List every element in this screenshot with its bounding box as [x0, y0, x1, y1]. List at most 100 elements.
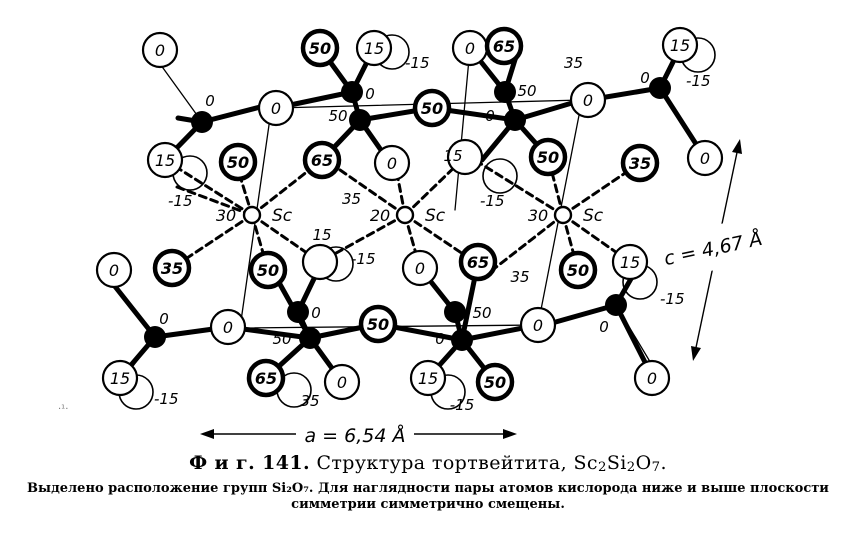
oxygen-atom-32 — [475, 362, 515, 402]
a-axis-arrowhead-right — [503, 429, 517, 439]
oxygen-atom-14 — [528, 137, 568, 177]
free-label-6: -15 — [405, 54, 430, 72]
sc-atom-2 — [553, 205, 573, 225]
ring-c — [482, 158, 518, 194]
figure-number: Ф и г. 141. — [189, 452, 310, 474]
oxygen-atom-24 — [611, 243, 649, 281]
si-atom-11 — [605, 294, 627, 316]
si-atom-6 — [144, 326, 166, 348]
figure-title: Ф и г. 141. Структура тортвейтита, Sc2Si… — [189, 452, 667, 475]
oxygen-atom-30-label: 0 — [337, 373, 347, 392]
oxygen-atom-6 — [484, 26, 524, 66]
oxygen-atom-3 — [355, 29, 393, 67]
c-axis-arrowhead-bottom — [691, 346, 701, 361]
oxygen-atom-28-label: 15 — [110, 369, 130, 388]
oxygen-atom-8-label: 15 — [670, 36, 690, 55]
oxygen-atom-22 — [458, 242, 498, 282]
oxygen-atom-1-label: 0 — [271, 99, 281, 118]
free-label-13: 15 — [312, 226, 331, 244]
oxygen-atom-5-label: 0 — [465, 39, 475, 58]
free-label-28: 0 — [159, 310, 169, 328]
sc-o-bond-9 — [403, 155, 467, 217]
oxygen-atom-0-label: 0 — [155, 41, 165, 60]
sc-o-bond-10 — [318, 213, 407, 264]
oxygen-atom-10 — [218, 142, 258, 182]
oxygen-atom-18 — [152, 248, 192, 288]
free-label-8: -15 — [686, 72, 711, 90]
a-axis-arrowhead-left — [200, 429, 214, 439]
oxygen-atom-12 — [373, 144, 411, 182]
oxygen-atom-21 — [401, 249, 439, 287]
a-axis-label: a = 6,54 Å — [305, 424, 406, 447]
free-label-22: -15 — [660, 290, 685, 308]
si-atom-5 — [649, 77, 671, 99]
oxygen-atom-3-label: 15 — [364, 39, 384, 58]
oxygen-atom-27-label: 0 — [533, 316, 543, 335]
free-label-20: Sc — [583, 206, 604, 226]
sc-atom-0 — [242, 205, 262, 225]
oxygen-atom-11 — [302, 140, 342, 180]
oxygen-atom-31 — [409, 359, 447, 397]
free-label-9: -15 — [168, 192, 193, 210]
free-label-4: 50 — [517, 82, 536, 100]
free-label-10: 35 — [342, 190, 361, 208]
free-label-24: 50 — [472, 304, 491, 322]
free-label-15: 30 — [216, 206, 236, 225]
oxygen-atom-9-label: 15 — [155, 151, 175, 170]
free-label-5: 0 — [640, 69, 650, 87]
sc-o-bond-11 — [403, 213, 422, 270]
free-label-0: 0 — [205, 92, 215, 110]
axes-layer: a = 6,54 Å c = 4,67 Å — [200, 139, 764, 447]
oxygen-atom-24-label: 15 — [620, 253, 640, 272]
oxygen-atom-8 — [661, 26, 699, 64]
oxygen-atom-18-label: 35 — [161, 259, 183, 278]
oxygen-atom-17 — [95, 251, 133, 289]
oxygen-atom-15-label: 35 — [629, 154, 651, 173]
oxygen-atom-31-label: 15 — [418, 369, 438, 388]
oxygen-atom-20 — [301, 243, 339, 281]
page-mark-left: ·¹· — [58, 404, 68, 415]
figure-title-text: Структура тортвейтита, — [316, 452, 568, 474]
free-label-11: -15 — [480, 192, 505, 210]
free-label-12: 15 — [443, 147, 462, 165]
figure-description: Выделено расположение групп Si₂O₇. Для н… — [27, 481, 829, 512]
si-atom-2 — [349, 109, 371, 131]
oxygen-atom-7 — [569, 81, 607, 119]
oxygen-atom-26 — [358, 304, 398, 344]
a-axis-label-bg — [296, 420, 414, 446]
figure-formula: Sc2Si2O7 — [573, 452, 661, 475]
oxygen-atom-7-label: 0 — [583, 91, 593, 110]
free-label-26: 0 — [435, 330, 445, 348]
oxygen-atom-4 — [412, 88, 452, 128]
oxygen-atom-12-label: 0 — [387, 154, 397, 173]
oxygen-atom-9 — [146, 141, 184, 179]
oxygen-atom-30 — [323, 363, 361, 401]
oxygen-atom-11-label: 65 — [311, 151, 333, 170]
oxygen-atom-33-label: 0 — [647, 369, 657, 388]
oxygen-atom-27 — [519, 306, 557, 344]
sc-o-bond-7 — [328, 161, 407, 217]
atoms-layer — [95, 26, 724, 410]
free-label-3: 0 — [485, 107, 495, 125]
free-label-31: -15 — [450, 396, 475, 414]
oxygen-atom-2 — [300, 28, 340, 68]
oxygen-atom-28 — [101, 359, 139, 397]
si-atom-4 — [504, 109, 526, 131]
free-label-17: 30 — [528, 206, 548, 225]
oxygen-atom-14-label: 50 — [537, 148, 559, 167]
sc-o-bond-6 — [175, 185, 254, 217]
oxygen-atom-26-label: 50 — [367, 315, 389, 334]
si-atom-10 — [451, 329, 473, 351]
free-label-16: 20 — [370, 206, 390, 225]
free-label-7: 35 — [564, 54, 583, 72]
sc-o-bond-12 — [403, 213, 477, 264]
sc-o-bond-16 — [493, 213, 565, 270]
free-label-25: 50 — [272, 330, 291, 348]
oxygen-atom-23-label: 50 — [567, 261, 589, 280]
si-atom-7 — [287, 301, 309, 323]
free-label-21: 35 — [510, 268, 529, 286]
oxygen-atom-6-label: 65 — [493, 37, 515, 56]
si-atom-9 — [444, 301, 466, 323]
oxygen-atom-1 — [257, 89, 295, 127]
